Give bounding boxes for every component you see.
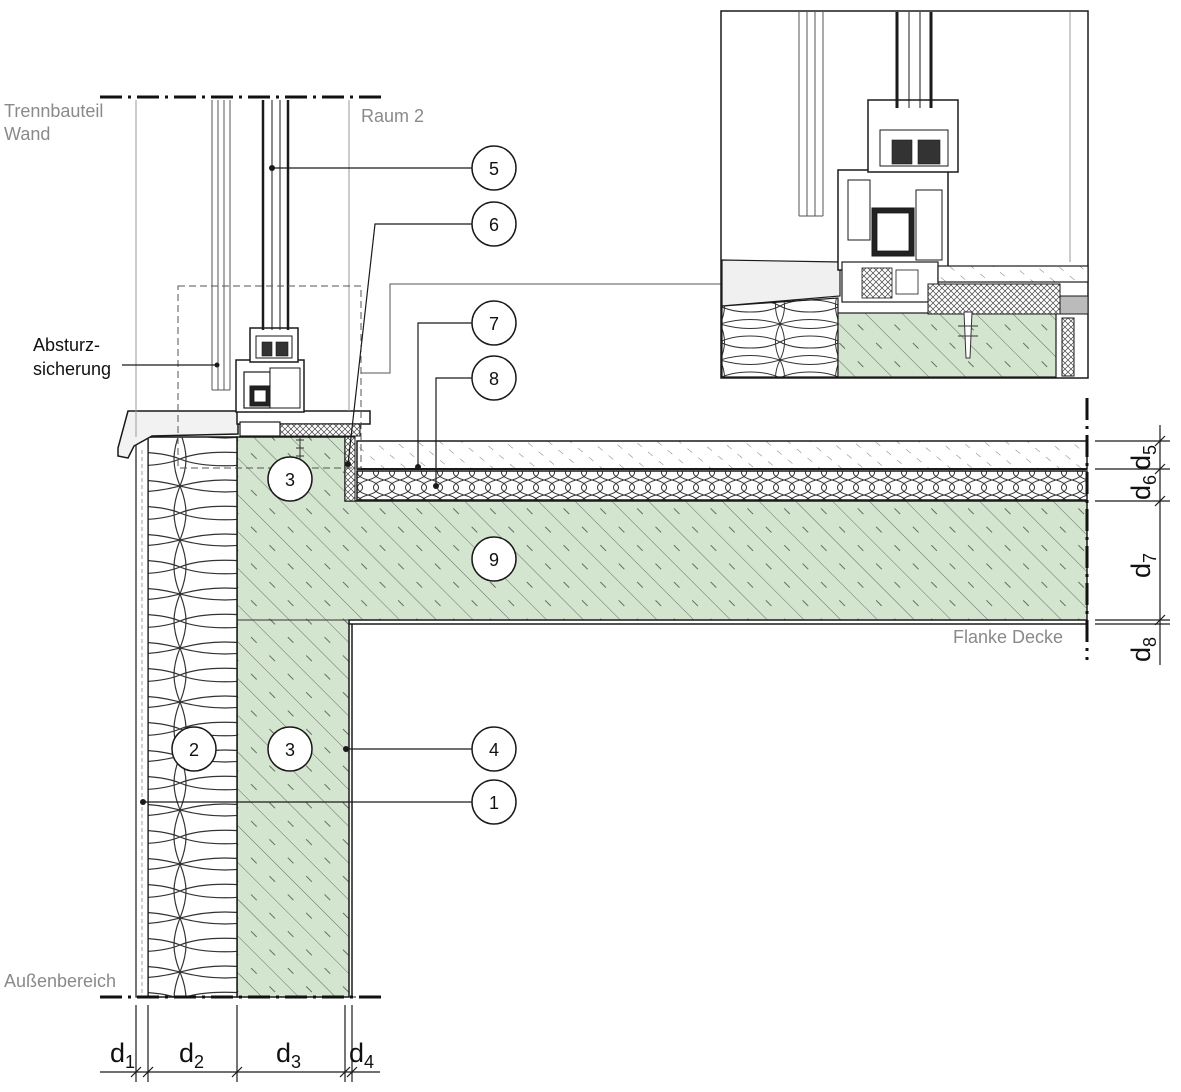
concrete-structure (236, 436, 1088, 998)
callout-3-top: 3 (267, 456, 313, 502)
callout-6: 6 (471, 201, 517, 247)
detail-enlargement (720, 10, 1089, 379)
label-trennbauteil-line2: Wand (4, 124, 50, 144)
detail-frame (177, 285, 362, 469)
callout-2: 2 (171, 726, 217, 772)
dim-d8: d8 (1126, 637, 1160, 662)
fall-protection-pane (211, 100, 231, 391)
label-trennbauteil-line1: Trennbauteil (4, 101, 103, 121)
screed-layer (356, 440, 1088, 470)
label-flanke: Flanke Decke (953, 627, 1063, 647)
callout-1: 1 (471, 779, 517, 825)
dim-d3: d3 (276, 1038, 301, 1072)
label-raum: Raum 2 (361, 106, 424, 126)
svg-text:8: 8 (489, 369, 499, 389)
svg-text:2: 2 (189, 740, 199, 760)
callout-4: 4 (471, 726, 517, 772)
svg-text:1: 1 (489, 793, 499, 813)
dim-d1: d1 (110, 1038, 135, 1072)
label-aussen: Außenbereich (4, 971, 116, 991)
window-frame (235, 327, 371, 437)
dim-d7: d7 (1126, 553, 1160, 578)
dim-d5: d5 (1126, 445, 1160, 470)
svg-text:5: 5 (489, 159, 499, 179)
svg-text:3: 3 (285, 470, 295, 490)
dim-d6: d6 (1126, 475, 1160, 500)
edge-strip (344, 436, 356, 502)
svg-text:7: 7 (489, 314, 499, 334)
right-dimension-line (1095, 425, 1170, 665)
bottom-dimension-line (100, 1005, 380, 1082)
impact-insulation (356, 470, 1088, 501)
callout-8: 8 (471, 355, 517, 401)
glazing (261, 100, 290, 330)
exterior-insulation (147, 436, 238, 998)
dim-d2: d2 (179, 1038, 204, 1072)
anchor (296, 437, 304, 460)
main-section (100, 95, 1089, 999)
svg-text:6: 6 (489, 215, 499, 235)
callout-leaders (143, 167, 472, 803)
label-absturz-line1: Absturz- (33, 335, 100, 355)
dim-d4: d4 (349, 1038, 374, 1072)
svg-text:3: 3 (285, 740, 295, 760)
svg-text:4: 4 (489, 740, 499, 760)
callout-9: 9 (471, 536, 517, 582)
callout-5: 5 (471, 145, 517, 191)
label-absturz-line2: sicherung (33, 359, 111, 379)
callout-3-bottom: 3 (267, 726, 313, 772)
svg-text:9: 9 (489, 550, 499, 570)
callout-7: 7 (471, 300, 517, 346)
